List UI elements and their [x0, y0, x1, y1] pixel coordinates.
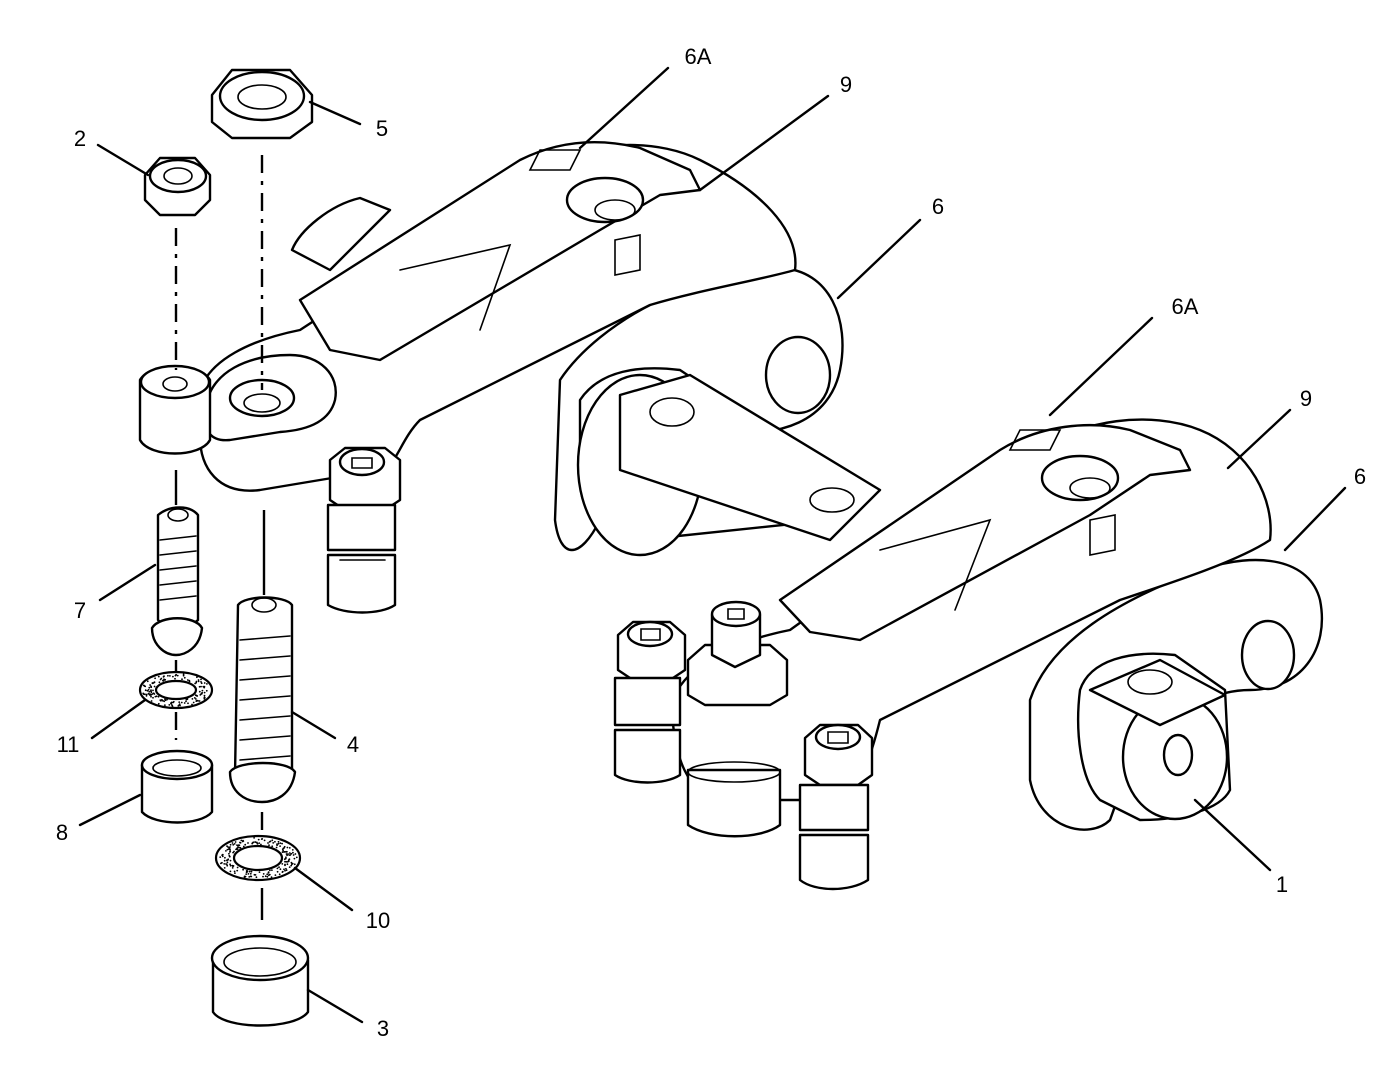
assembly-axis-lines [174, 155, 266, 920]
callout-10: 10 [366, 908, 390, 933]
callout-6-lower: 6 [1354, 464, 1366, 489]
callout-9-lower: 9 [1300, 386, 1312, 411]
callout-6a-upper: 6A [685, 44, 712, 69]
callout-8: 8 [56, 820, 68, 845]
callout-5: 5 [376, 116, 388, 141]
callout-7: 7 [74, 598, 86, 623]
callout-6a-lower: 6A [1172, 294, 1199, 319]
callout-2: 2 [74, 126, 86, 151]
callout-3: 3 [377, 1016, 389, 1041]
washer-texture [142, 673, 298, 879]
small-nut [143, 156, 212, 217]
rocker-arm-front [613, 418, 1324, 891]
large-bushing [210, 934, 310, 1027]
large-nut [210, 68, 314, 140]
callout-labels: 6A 9 6 6A 9 6 1 2 5 7 4 11 8 10 3 [56, 44, 1366, 1041]
leader-lines [78, 66, 1347, 1024]
long-adjusting-screw [228, 596, 297, 804]
callout-9-upper: 9 [840, 72, 852, 97]
short-adjusting-screw [150, 506, 204, 657]
large-washer [214, 834, 302, 882]
callout-1: 1 [1276, 872, 1288, 897]
rocker-arm-rear [138, 140, 882, 614]
callout-6-upper: 6 [932, 194, 944, 219]
callout-11: 11 [57, 732, 80, 757]
callout-4: 4 [347, 732, 359, 757]
small-bushing [140, 749, 214, 824]
